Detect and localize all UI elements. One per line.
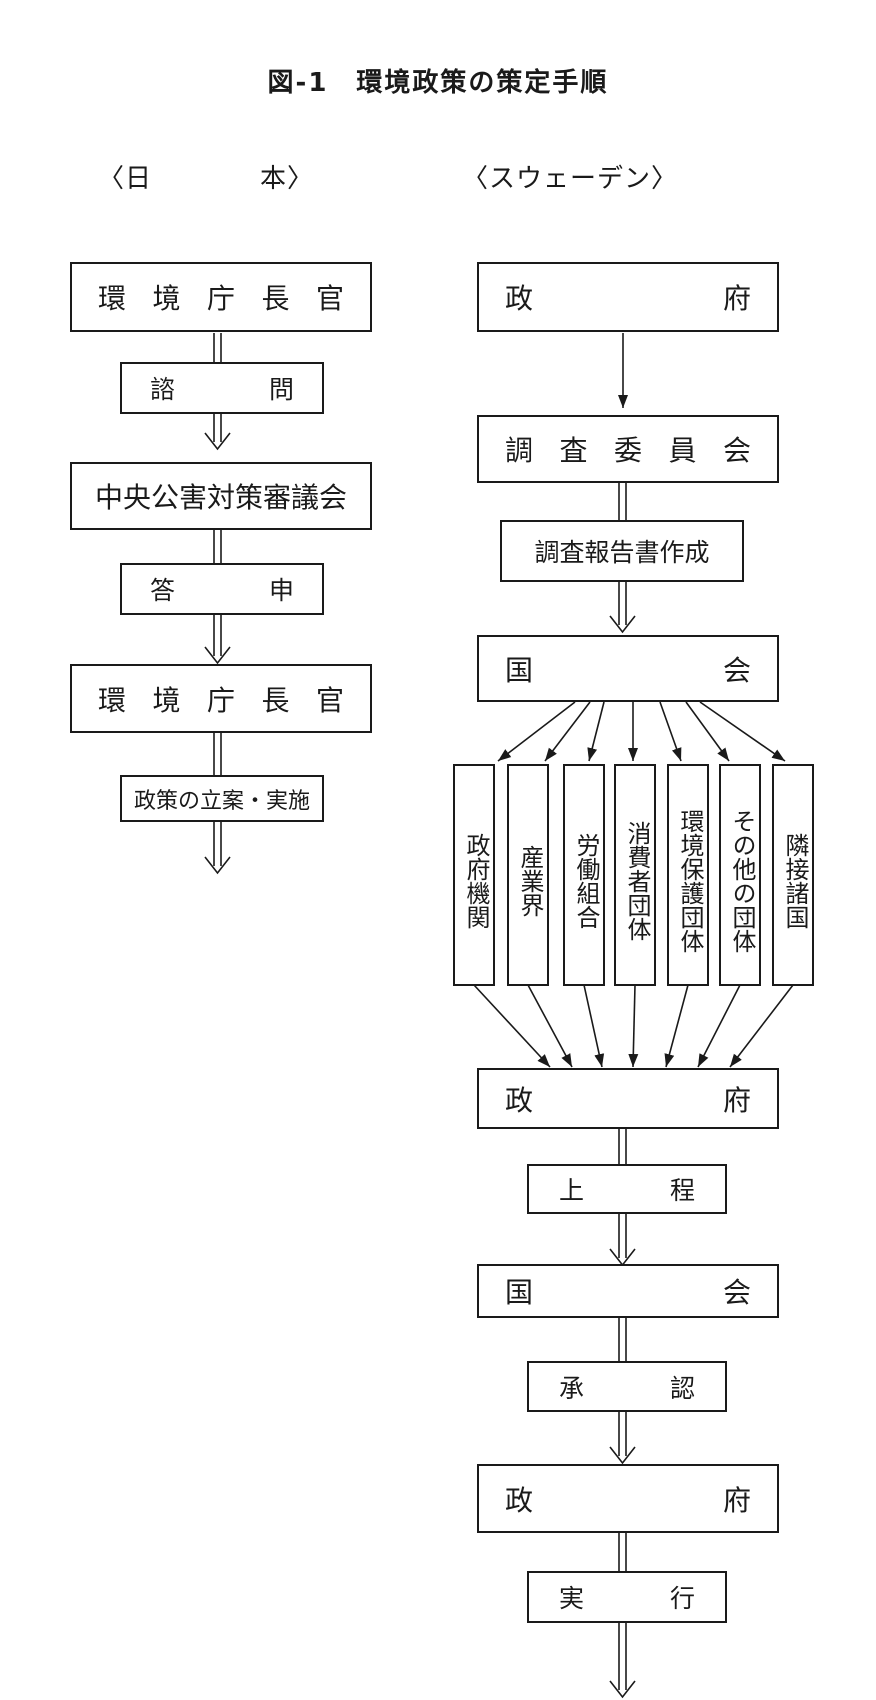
group-industry: 産業界: [507, 764, 549, 986]
japan-node-env-agency-director-2: 環境庁長官: [70, 664, 372, 733]
group-labor-unions: 労働組合: [563, 764, 605, 986]
sweden-node-approval: 承認: [527, 1361, 727, 1412]
sweden-heading: 〈スウェーデン〉: [462, 164, 679, 194]
group-government-agencies: 政府機関: [453, 764, 495, 986]
sweden-node-government-2: 政府: [477, 1068, 779, 1129]
group-environmental-organizations: 環境保護団体: [667, 764, 709, 986]
japan-node-consultation: 諮問: [120, 362, 324, 414]
sweden-node-government-3: 政府: [477, 1464, 779, 1533]
fan-in-arrows: [473, 984, 794, 1068]
japan-node-env-agency-director-1: 環境庁長官: [70, 262, 372, 332]
sweden-node-investigation-committee: 調査委員会: [477, 415, 779, 483]
sweden-node-implementation: 実行: [527, 1571, 727, 1623]
group-consumer-organizations: 消費者団体: [614, 764, 656, 986]
sweden-node-investigation-report: 調査報告書作成: [500, 520, 744, 582]
japan-heading: 〈日 本〉: [98, 164, 315, 194]
sweden-node-submission: 上程: [527, 1164, 727, 1214]
fan-out-arrows: [497, 701, 786, 762]
japan-node-policy-planning: 政策の立案・実施: [120, 775, 324, 822]
japan-node-report: 答申: [120, 563, 324, 615]
group-neighboring-countries: 隣接諸国: [772, 764, 814, 986]
japan-node-central-council: 中央公害対策審議会: [70, 462, 372, 530]
figure-title: 図-1 環境政策の策定手順: [267, 68, 609, 98]
sweden-node-parliament-1: 国会: [477, 635, 779, 702]
group-other-organizations: その他の団体: [719, 764, 761, 986]
sweden-node-parliament-2: 国会: [477, 1264, 779, 1318]
sweden-node-government-1: 政府: [477, 262, 779, 332]
